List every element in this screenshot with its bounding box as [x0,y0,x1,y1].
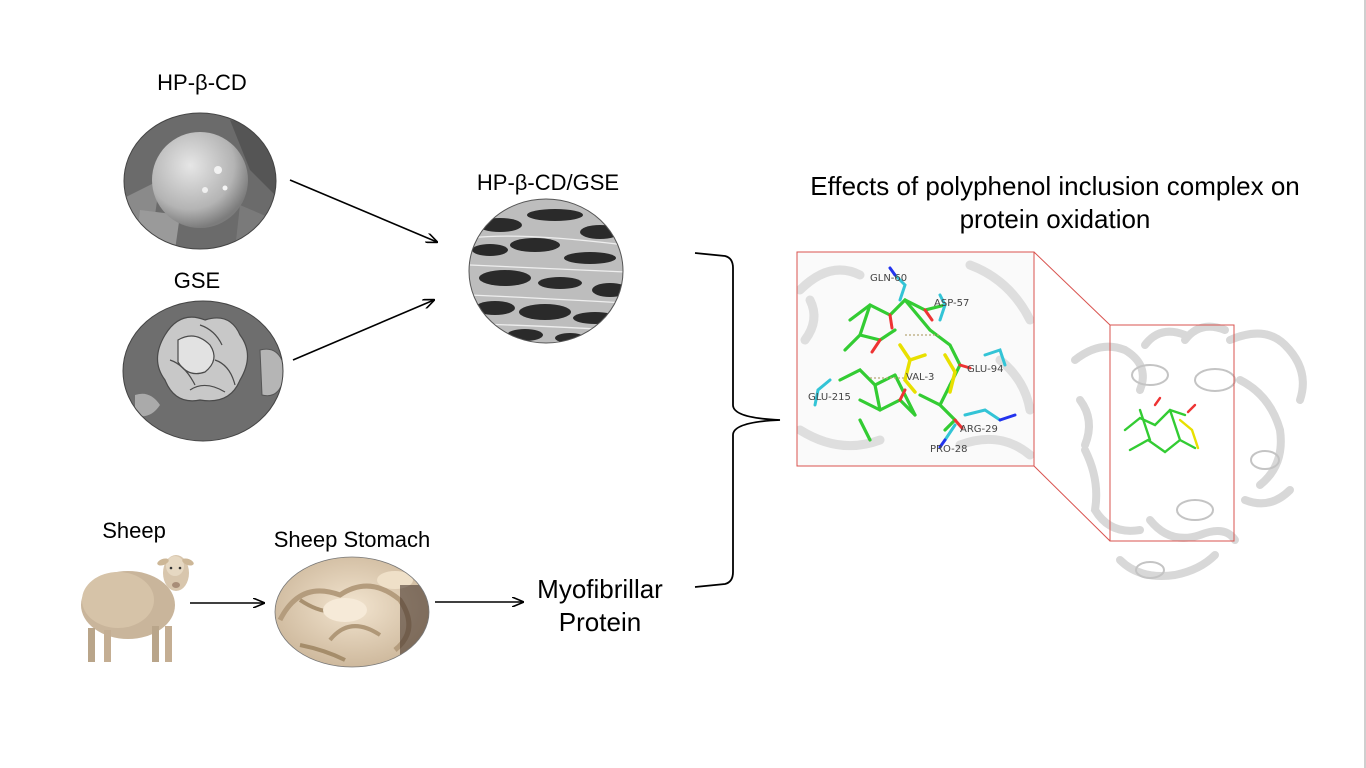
arrow-gse-to-complex [292,300,434,361]
residue-label-gln60: GLN-60 [870,273,907,284]
zoom-connector-top [1033,251,1111,326]
myofibrillar-label-line1: Myofibrillar [537,574,663,604]
figure-title-line2: protein oxidation [959,204,1151,234]
hpbcd-sem-image [124,113,276,249]
residue-label-asp57: ASP-57 [934,298,969,309]
myofibrillar-label-line2: Protein [558,607,642,637]
residue-label-glu215: GLU-215 [808,392,851,403]
sheep-stomach-image [275,557,429,667]
residue-label-arg29: ARG-29 [960,424,998,435]
protein-structure [1071,322,1307,580]
sheep-image [81,555,194,662]
figure-title: Effects of polyphenol inclusion complex … [810,170,1299,236]
myofibrillar-protein-label: Myofibrillar Protein [537,573,663,639]
residue-label-val3: VAL-3 [906,372,934,383]
sheep-label: Sheep [102,518,166,543]
figure-title-line1: Effects of polyphenol inclusion complex … [810,171,1300,201]
residue-label-pro28: PRO-28 [930,444,967,455]
complex-label: HP-β-CD/GSE [476,170,620,195]
right-edge-border [1364,0,1366,768]
combining-brace [694,252,781,588]
zoom-connector-bottom [1033,465,1111,542]
residue-label-glu94: GLU-94 [967,364,1003,375]
gse-label: GSE [173,268,221,293]
arrow-hpbcd-to-complex [289,179,437,242]
hpbcd-label: HP-β-CD [157,70,247,95]
docking-zoom-panel: GLN-60 ASP-57 GLU-94 VAL-3 GLU-215 ARG-2… [796,251,1035,467]
complex-sem-image [469,199,623,343]
sheep-stomach-label: Sheep Stomach [273,527,431,552]
gse-sem-image [123,301,283,441]
